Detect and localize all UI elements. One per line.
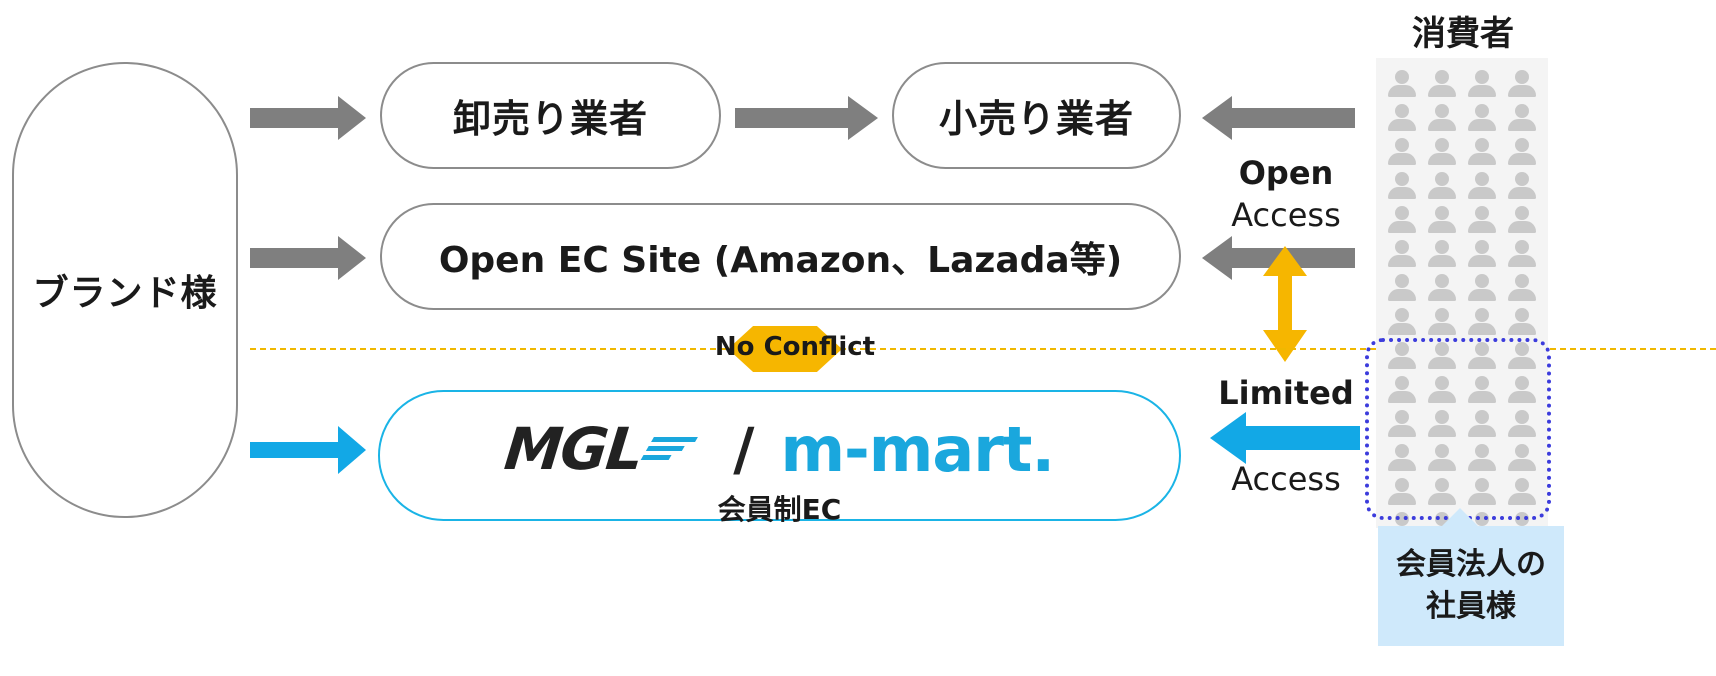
member-ec-logos: MGL / m-mart. — [501, 413, 1055, 486]
person-icon — [1422, 68, 1462, 102]
person-icon — [1462, 272, 1502, 306]
person-icon — [1422, 442, 1462, 476]
person-icon — [1422, 102, 1462, 136]
access-double-arrow — [1263, 246, 1307, 362]
member-employees-callout: 会員法人の 社員様 — [1378, 526, 1564, 646]
person-icon — [1382, 340, 1422, 374]
person-icon — [1382, 476, 1422, 510]
person-icon — [1382, 136, 1422, 170]
person-icon — [1462, 340, 1502, 374]
conflict-separator-line — [250, 348, 1716, 350]
person-icon — [1462, 204, 1502, 238]
person-icon — [1462, 442, 1502, 476]
retail-node: 小売り業者 — [892, 62, 1181, 169]
wholesale-node: 卸売り業者 — [380, 62, 721, 169]
person-icon — [1422, 204, 1462, 238]
person-icon — [1382, 204, 1422, 238]
person-icon — [1502, 272, 1542, 306]
person-icon — [1382, 102, 1422, 136]
person-icon — [1382, 306, 1422, 340]
mgl-logo: MGL — [501, 415, 645, 483]
logo-divider: / — [733, 415, 755, 483]
person-icon — [1462, 170, 1502, 204]
person-icon — [1462, 102, 1502, 136]
person-icon — [1422, 374, 1462, 408]
member-ec-label: 会員制EC — [717, 493, 842, 526]
person-icon — [1502, 204, 1542, 238]
person-icon — [1502, 476, 1542, 510]
person-icon — [1462, 238, 1502, 272]
person-icon — [1502, 136, 1542, 170]
person-icon — [1422, 170, 1462, 204]
consumers-title: 消費者 — [1412, 14, 1514, 54]
person-icon — [1462, 136, 1502, 170]
person-icon — [1502, 238, 1542, 272]
person-icon — [1462, 408, 1502, 442]
person-icon — [1422, 238, 1462, 272]
arrow-brand-to-open-ec — [250, 236, 366, 280]
person-icon — [1502, 374, 1542, 408]
m-mart-logo: m-mart. — [780, 412, 1055, 486]
mgl-stripes-icon — [639, 434, 702, 464]
member-ec-node: MGL / m-mart. 会員制EC — [378, 390, 1181, 526]
person-icon — [1502, 442, 1542, 476]
consumer-icons-grid — [1382, 68, 1542, 528]
person-icon — [1422, 136, 1462, 170]
person-icon — [1502, 68, 1542, 102]
arrow-members-to-member-ec — [1210, 412, 1360, 464]
person-icon — [1382, 238, 1422, 272]
person-icon — [1462, 68, 1502, 102]
member-callout-line2: 社員様 — [1426, 589, 1516, 624]
arrow-wholesale-to-retail — [735, 96, 878, 140]
retail-label: 小売り業者 — [938, 97, 1134, 141]
person-icon — [1462, 476, 1502, 510]
person-icon — [1382, 408, 1422, 442]
no-conflict-label: No Conflict — [714, 332, 876, 362]
member-callout-pointer — [1442, 508, 1478, 526]
person-icon — [1422, 340, 1462, 374]
person-icon — [1382, 272, 1422, 306]
person-icon — [1502, 102, 1542, 136]
open-ec-label: Open EC Site (Amazon、Lazada等) — [438, 239, 1123, 281]
arrow-consumers-to-retail — [1202, 96, 1355, 140]
person-icon — [1382, 374, 1422, 408]
arrow-brand-to-member-ec — [250, 426, 366, 474]
person-icon — [1422, 476, 1462, 510]
person-icon — [1422, 272, 1462, 306]
person-icon — [1502, 340, 1542, 374]
person-icon — [1502, 170, 1542, 204]
person-icon — [1382, 68, 1422, 102]
open-access-rest: Access — [1231, 196, 1341, 234]
limited-access-rest: Access — [1231, 460, 1341, 498]
consumer-crowd — [1376, 58, 1548, 528]
person-icon — [1422, 408, 1462, 442]
person-icon — [1502, 306, 1542, 340]
member-employees-highlight — [1365, 338, 1551, 520]
brand-label: ブランド様 — [32, 273, 218, 314]
person-icon — [1382, 170, 1422, 204]
open-access-label: Open Access — [1206, 152, 1366, 236]
person-icon — [1382, 442, 1422, 476]
person-icon — [1422, 306, 1462, 340]
limited-access-bold: Limited — [1218, 374, 1354, 412]
no-conflict-badge — [728, 326, 842, 372]
open-ec-node: Open EC Site (Amazon、Lazada等) — [380, 203, 1181, 310]
person-icon — [1462, 374, 1502, 408]
person-icon — [1462, 306, 1502, 340]
person-icon — [1502, 408, 1542, 442]
open-access-bold: Open — [1238, 154, 1334, 192]
arrow-brand-to-wholesale — [250, 96, 366, 140]
brand-node: ブランド様 — [12, 62, 238, 518]
member-callout-line1: 会員法人の — [1396, 547, 1546, 582]
wholesale-label: 卸売り業者 — [452, 97, 648, 141]
